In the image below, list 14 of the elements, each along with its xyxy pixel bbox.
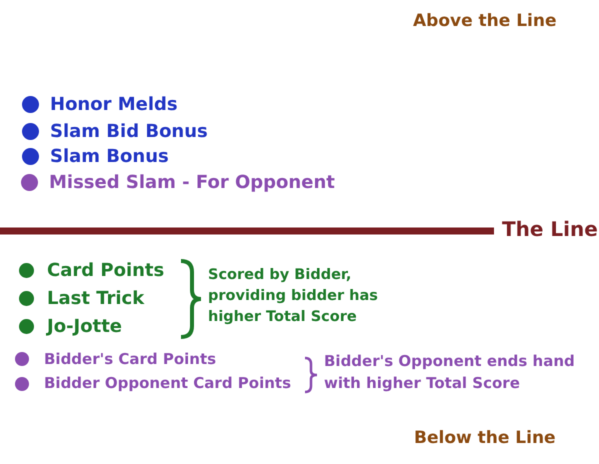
list-item-text: Slam Bid Bonus: [50, 121, 208, 143]
list-item-text: Jo-Jotte: [47, 316, 122, 338]
heading-text: Above the Line: [413, 11, 557, 32]
list-item-text: Last Trick: [47, 288, 144, 310]
list-item-text: Bidder's Card Points: [44, 350, 216, 368]
note-text: Bidder's Opponent ends hand with higher Total Score: [324, 351, 576, 394]
list-item-text: Missed Slam - For Opponent: [49, 172, 335, 194]
list-item-text: Bidder Opponent Card Points: [44, 374, 292, 392]
list-item-text: Card Points: [47, 260, 164, 282]
heading-text: Below the Line: [414, 428, 556, 448]
heading-text: The Line: [502, 217, 598, 241]
list-item-text: Honor Melds: [50, 94, 178, 116]
list-item-text: Slam Bonus: [50, 146, 169, 168]
note-text: Scored by Bidder, providing bidder has higher Total Score: [208, 266, 379, 328]
